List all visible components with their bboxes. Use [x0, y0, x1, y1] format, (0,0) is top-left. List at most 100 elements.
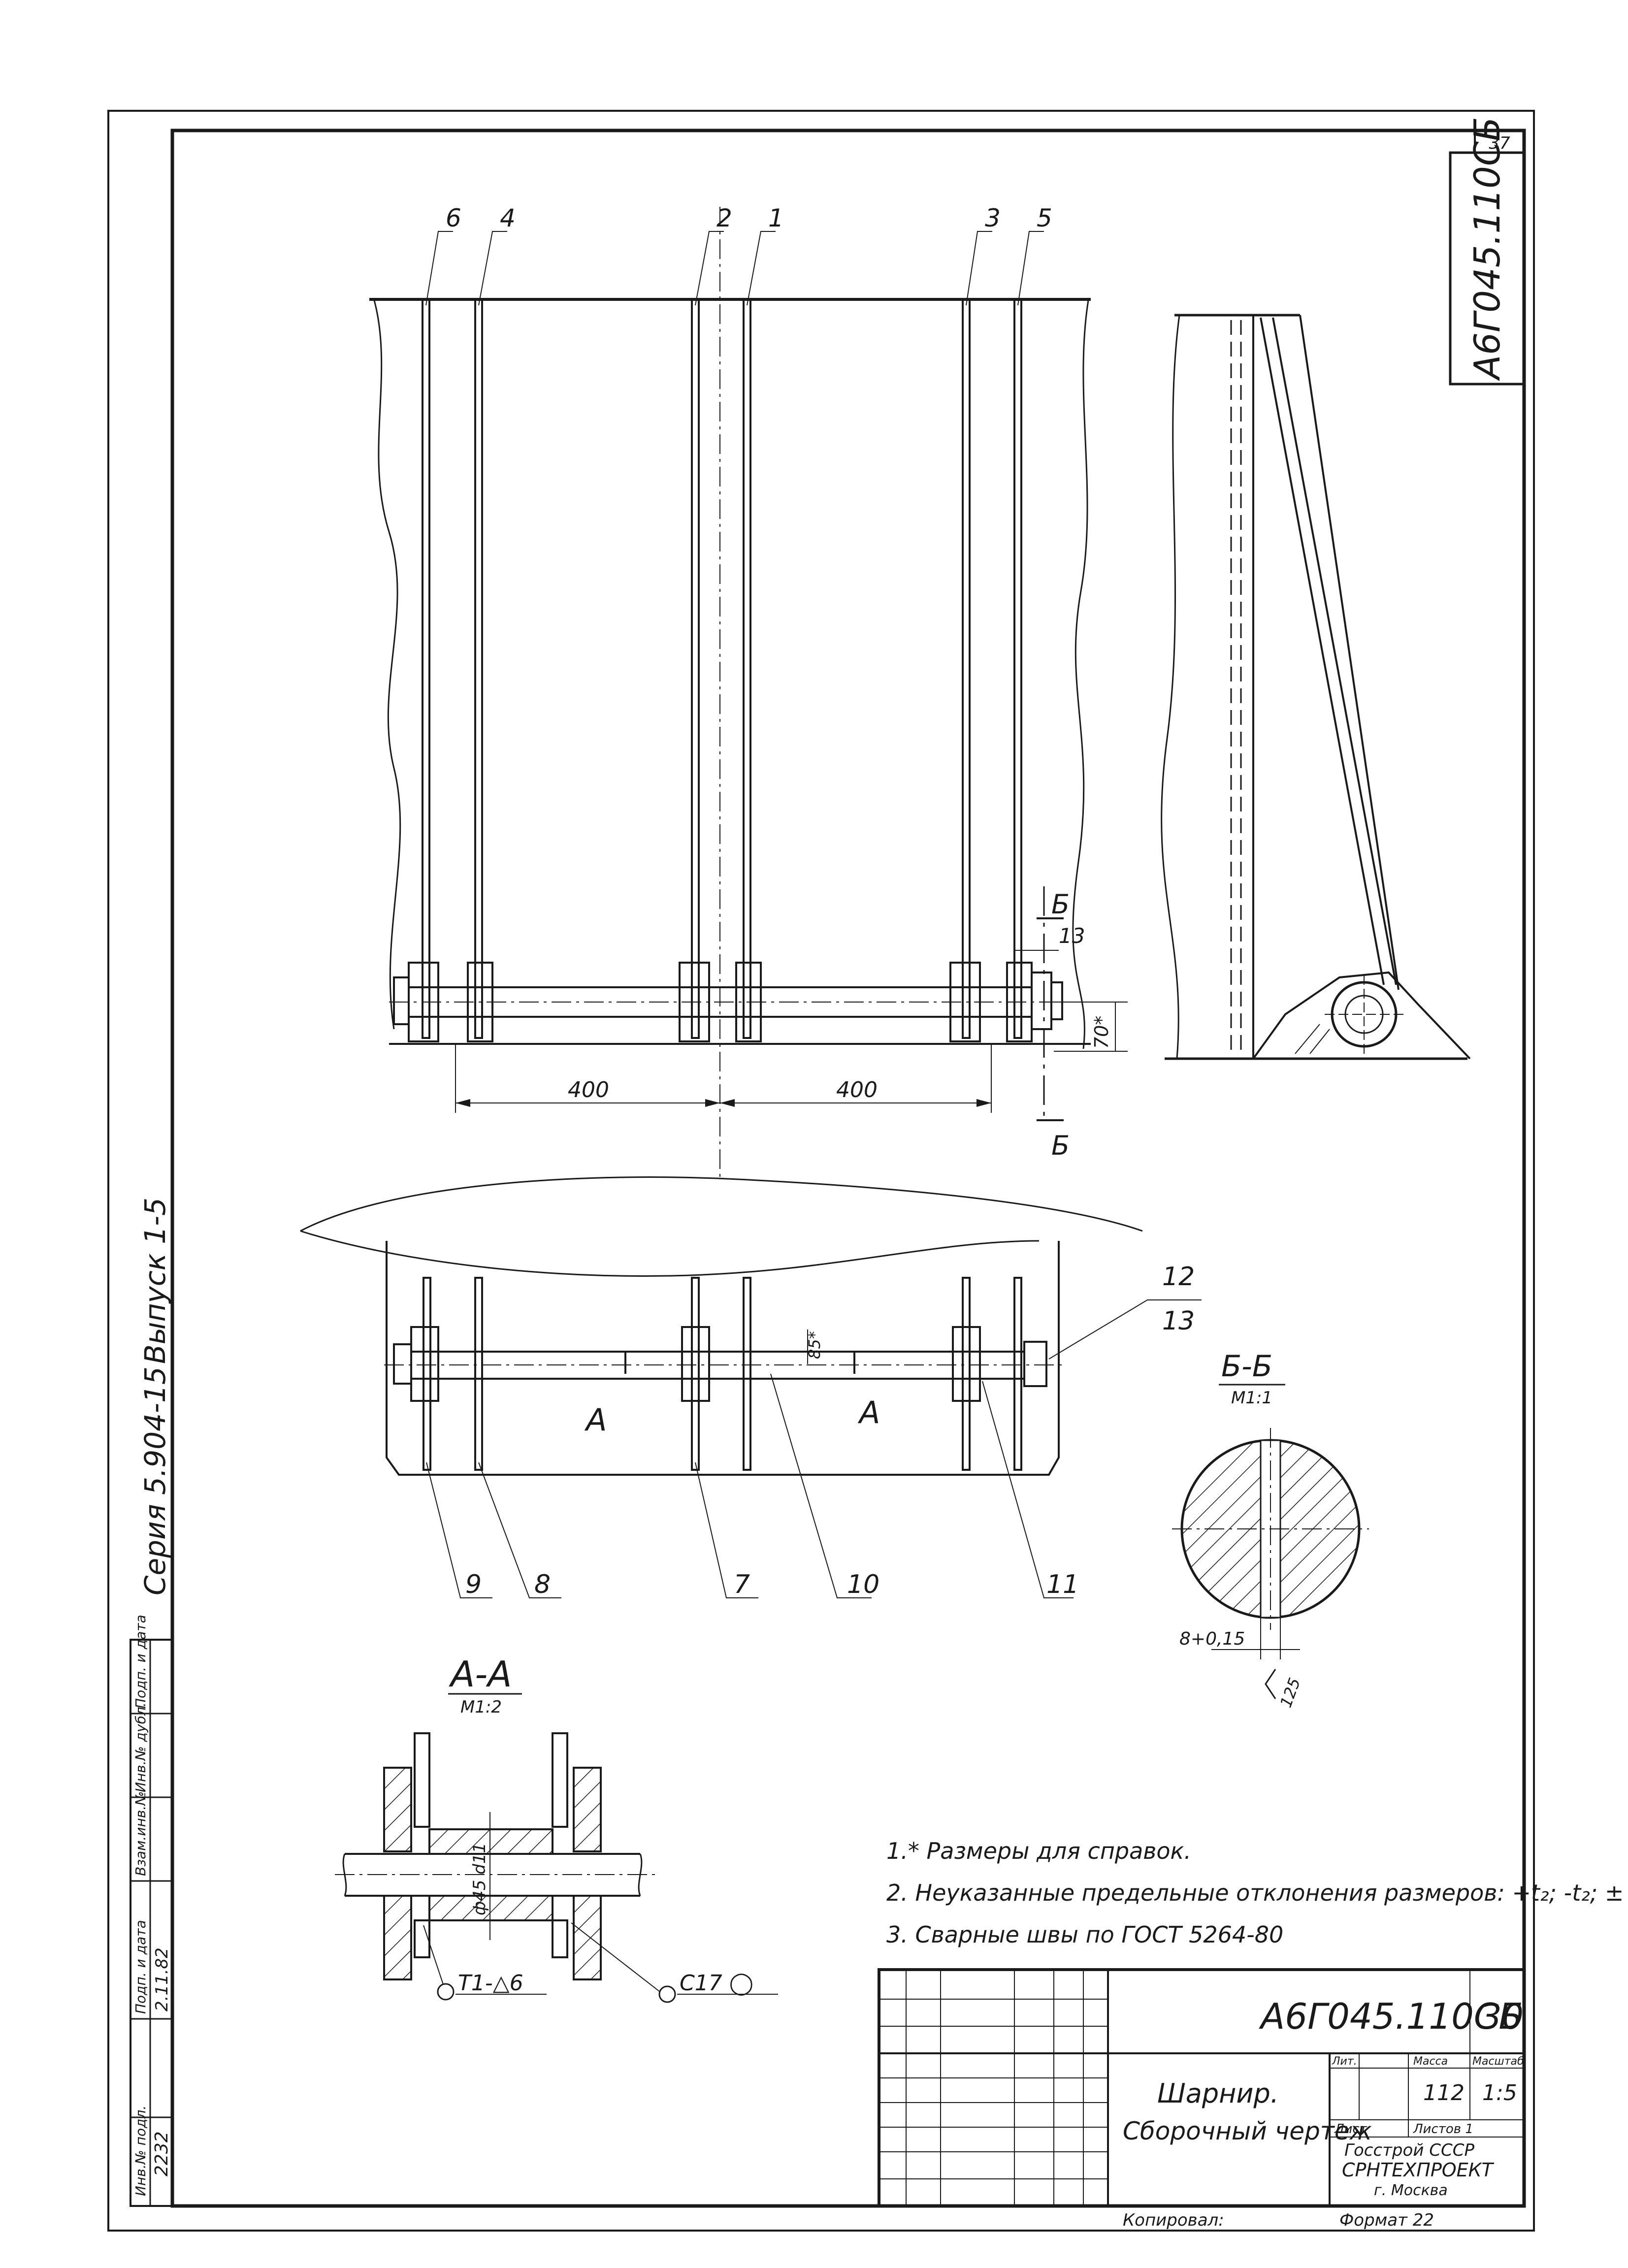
weld-leader-left [423, 1925, 444, 1985]
part-label-12: 12 [1162, 1262, 1195, 1292]
outer-trim-frame [107, 110, 1535, 2232]
aa-inner-plate-rt [552, 1732, 568, 1828]
part-label-2: 2 [716, 204, 732, 232]
part-label-10: 10 [847, 1570, 879, 1599]
roughness-value: 125 [1276, 1675, 1304, 1710]
section-bb: Б-Б М1:1 8+0,15 125 [1172, 1349, 1369, 1710]
side-stamp-sign: Подп. и дата [132, 1920, 149, 2014]
weld-circle-right [658, 1985, 676, 2003]
title-name-line1: Шарнир. [1157, 2078, 1279, 2109]
plate-pair-right [962, 298, 1022, 1039]
side-stamp-sign2: Подп. и дата [132, 1615, 149, 1709]
side-stamp-rep: Взам.инв.№ [132, 1791, 149, 1876]
part-label-9: 9 [465, 1570, 482, 1599]
series-text: Серия 5.904-15 [138, 1366, 172, 1595]
side-view-break-left [1161, 315, 1180, 1059]
plan-plate-5 [962, 1277, 971, 1471]
section-bb-title: Б-Б [1221, 1349, 1272, 1384]
plan-hub-3 [952, 1326, 981, 1402]
aa-bushing-top [428, 1828, 554, 1855]
weld-circle-left [437, 1983, 455, 2001]
aa-plate-right-bot [573, 1895, 602, 1980]
plate-pair-left [422, 298, 483, 1039]
plan-plate-1 [423, 1277, 431, 1471]
side-stamp: Подп. и дата Инв.№ дубл. Взам.инв.№ Подп… [130, 1615, 173, 2207]
part-label-6: 6 [446, 204, 461, 232]
plan-view: 85* А А 9 8 7 10 11 12 13 [300, 1176, 1202, 1599]
aa-plate-left-bot [383, 1895, 412, 1980]
title-name-line2: Сборочный чертеж [1123, 2117, 1372, 2145]
shaft-end-nut [1031, 972, 1052, 1030]
aa-bushing-bot [428, 1895, 554, 1921]
title-lit-header: Лит. [1332, 2055, 1357, 2068]
side-stamp-dup: Инв.№ дубл. [132, 1702, 149, 1792]
part-label-8: 8 [534, 1570, 551, 1599]
front-view: 400 400 13 70* Б Б 6 4 2 1 3 5 [369, 204, 1128, 1182]
title-sheets-label: Листов 1 [1413, 2122, 1473, 2137]
side-view [1161, 314, 1471, 1060]
section-aa-scale: М1:2 [460, 1697, 502, 1717]
aa-inner-plate-rb [552, 1919, 568, 1958]
title-mass-value: 112 [1423, 2080, 1465, 2106]
plan-plate-4 [743, 1277, 751, 1471]
title-sheet-number: 30 [1480, 1997, 1524, 2037]
side-stamp-inv: Инв.№ подл. [132, 2106, 149, 2196]
front-view-leaders [425, 231, 1044, 306]
dim-400-left: 400 [568, 1077, 609, 1102]
plan-shaft-end [393, 1343, 412, 1385]
notes: 1.* Размеры для справок. 2. Неуказанные … [886, 1838, 1628, 1948]
section-b-bottom-label: Б [1051, 1130, 1070, 1161]
title-block: А6Г045.110СБ 30 Шарнир. Сборочный чертеж… [878, 1968, 1526, 2230]
dim-13: 13 [1059, 924, 1085, 948]
note-1: 1.* Размеры для справок. [886, 1838, 1191, 1864]
side-stamp-inv-value: 2232 [152, 2131, 172, 2176]
plan-view-break-top [300, 1176, 1143, 1232]
section-a-left-marker [624, 1351, 650, 1374]
dim-400-right: 400 [836, 1077, 878, 1102]
side-pivot-inner [1344, 995, 1384, 1034]
weld-mark-right: С17 ◯ [680, 1971, 753, 1996]
plan-plate-6 [1013, 1277, 1022, 1471]
part-label-4: 4 [500, 204, 516, 232]
part-label-1: 1 [768, 204, 784, 232]
doc-code-box [1449, 151, 1526, 386]
section-a-right-marker [832, 1351, 855, 1374]
shaft-end-left [393, 976, 410, 1025]
plan-view-leaders [426, 1299, 1182, 1598]
title-sheet-label: Лист [1334, 2122, 1368, 2137]
title-format-label: Формат 22 [1339, 2210, 1434, 2230]
part-label-13: 13 [1162, 1306, 1195, 1336]
inner-drawing-frame [170, 129, 1526, 2208]
note-3: 3. Сварные швы по ГОСТ 5264-80 [886, 1921, 1283, 1948]
issue-text: Выпуск 1-5 [138, 1198, 172, 1364]
side-stamp-date: 2.11.82 [152, 1947, 172, 2011]
plan-plate-2 [474, 1277, 483, 1471]
title-designation: А6Г045.110СБ [1259, 1996, 1523, 2037]
plan-hub-1 [410, 1326, 439, 1402]
section-a-right-label: А [857, 1394, 880, 1430]
dim-shaft-dia: ф45 d11 [470, 1843, 489, 1915]
title-copied-label: Копировал: [1123, 2210, 1224, 2230]
section-aa-title: А-А [449, 1653, 512, 1695]
plate-pair-center [691, 298, 751, 1039]
dim-70: 70* [1091, 1016, 1112, 1049]
part-label-7: 7 [734, 1570, 750, 1599]
section-bb-scale: М1:1 [1231, 1388, 1272, 1408]
title-org-line3: г. Москва [1374, 2182, 1448, 2199]
weld-leader-right [571, 1922, 660, 1992]
title-org-line2: СРНТЕХПРОЕКТ [1342, 2159, 1495, 2181]
side-plate-slope [1260, 315, 1400, 990]
dim-arrows-400 [456, 1099, 991, 1107]
title-org-line1: Госстрой СССР [1344, 2140, 1474, 2160]
plan-view-break-bottom [300, 1230, 1040, 1277]
weld-mark-left: Т1-△6 [458, 1971, 523, 1996]
title-scale-header: Масштаб [1472, 2055, 1524, 2068]
plan-nut [1023, 1341, 1047, 1387]
corner-sheet-number: 37 [1489, 133, 1510, 153]
dim-8: 8+0,15 [1179, 1629, 1245, 1649]
aa-plate-left-top [383, 1767, 412, 1852]
plan-hub-2 [681, 1326, 710, 1402]
doc-code-vertical: А6Г045.110СБ [1466, 117, 1508, 381]
plan-plate-3 [691, 1277, 700, 1471]
